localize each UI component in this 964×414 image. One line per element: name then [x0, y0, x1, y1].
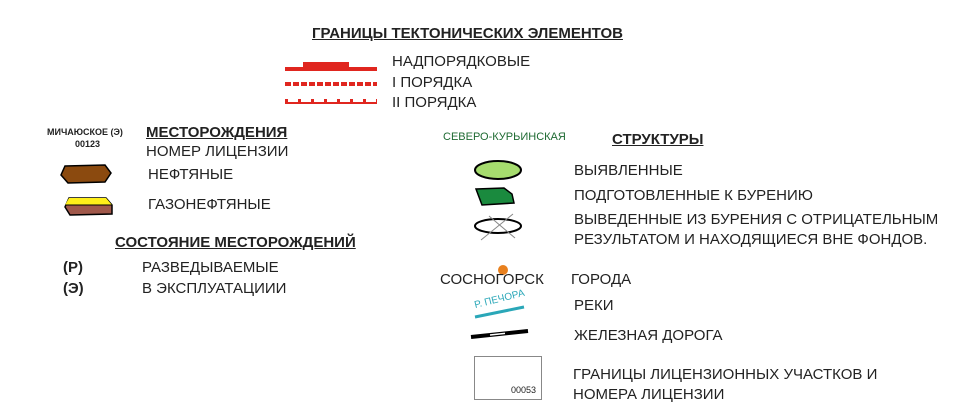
oil-field-label: НЕФТЯНЫЕ [148, 166, 234, 183]
boundary-first-order-symbol [285, 82, 377, 86]
gas-oil-field-symbol [64, 197, 113, 216]
state-code-exploited: (Э) [63, 280, 84, 297]
license-area-label-1: ГРАНИЦЫ ЛИЦЕНЗИОННЫХ УЧАСТКОВ И [573, 366, 878, 383]
license-area-symbol [474, 356, 542, 400]
field-sample-name: МИЧАЮСКОЕ (Э) [47, 127, 123, 137]
boundary-supraorder-label: НАДПОРЯДКОВЫЕ [392, 53, 531, 70]
oil-field-symbol [60, 164, 112, 184]
withdrawn-structure-label-2: РЕЗУЛЬТАТОМ И НАХОДЯЩИЕСЯ ВНЕ ФОНДОВ. [574, 231, 928, 248]
state-code-explored: (Р) [63, 259, 83, 276]
gas-oil-field-label: ГАЗОНЕФТЯНЫЕ [148, 196, 271, 213]
city-label: ГОРОДА [571, 271, 632, 288]
withdrawn-structure-label-1: ВЫВЕДЕННЫЕ ИЗ БУРЕНИЯ С ОТРИЦАТЕЛЬНЫМ [574, 211, 939, 228]
river-line-symbol [474, 305, 525, 319]
identified-structure-symbol [474, 160, 522, 180]
legend-title: ГРАНИЦЫ ТЕКТОНИЧЕСКИХ ЭЛЕМЕНТОВ [312, 25, 623, 42]
railway-label: ЖЕЛЕЗНАЯ ДОРОГА [574, 327, 723, 344]
boundary-first-order-label: I ПОРЯДКА [392, 74, 473, 91]
state-label-explored: РАЗВЕДЫВАЕМЫЕ [142, 259, 279, 276]
field-state-heading: СОСТОЯНИЕ МЕСТОРОЖДЕНИЙ [115, 234, 356, 251]
city-sample-name: СОСНОГОРСК [440, 271, 544, 288]
identified-structure-label: ВЫЯВЛЕННЫЕ [574, 162, 683, 179]
prepared-structure-symbol [474, 187, 515, 206]
license-sample-number: 00053 [511, 385, 537, 395]
structures-heading: СТРУКТУРЫ [612, 131, 704, 148]
field-sample-number: 00123 [75, 139, 101, 149]
city-marker-icon [498, 265, 508, 275]
prepared-structure-label: ПОДГОТОВЛЕННЫЕ К БУРЕНИЮ [574, 187, 813, 204]
river-label: РЕКИ [574, 297, 614, 314]
boundary-supraorder-symbol [285, 62, 377, 71]
license-area-label-2: НОМЕРА ЛИЦЕНЗИИ [573, 386, 725, 403]
withdrawn-structure-symbol [474, 213, 522, 241]
state-label-exploited: В ЭКСПЛУАТАЦИИИ [142, 280, 287, 297]
railway-symbol [470, 329, 529, 339]
license-number-label: НОМЕР ЛИЦЕНЗИИ [146, 143, 289, 160]
boundary-second-order-symbol [285, 99, 377, 104]
boundary-second-order-label: II ПОРЯДКА [392, 94, 477, 111]
structure-sample-name: СЕВЕРО-КУРЬИНСКАЯ [443, 131, 566, 143]
fields-heading: МЕСТОРОЖДЕНИЯ [146, 124, 288, 141]
